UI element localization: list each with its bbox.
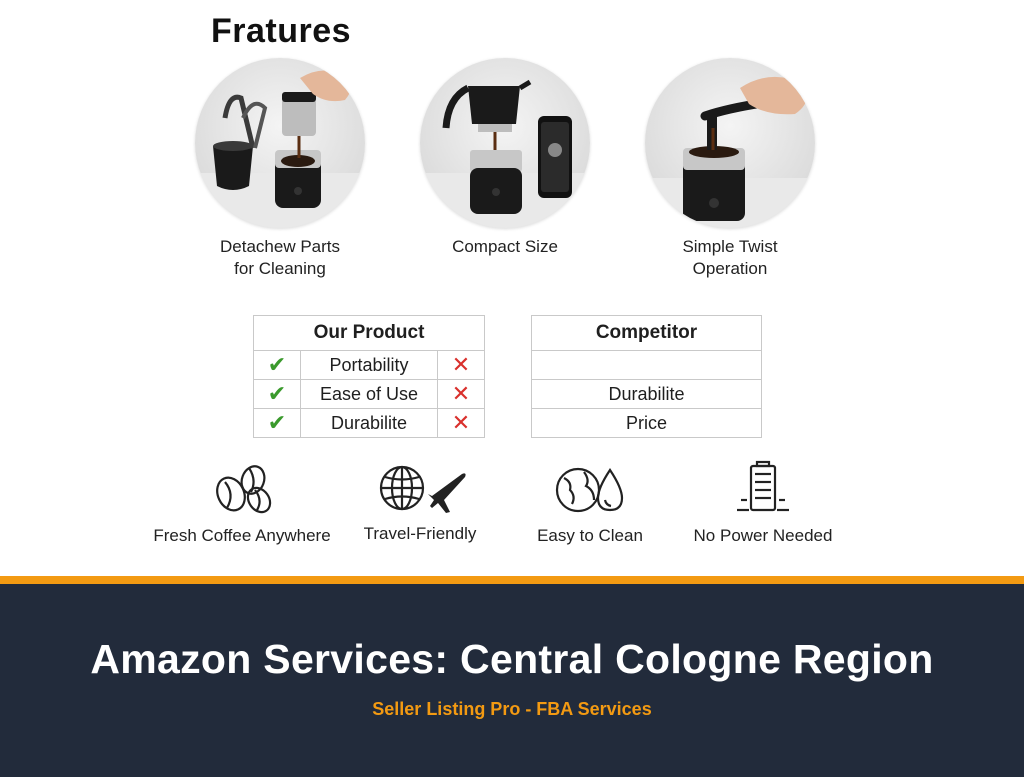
table-row: ✔ Ease of Use ✕	[253, 379, 485, 409]
table-row: Durabilite	[531, 379, 762, 409]
coffee-beans-icon	[216, 465, 272, 514]
twist-operation-photo	[645, 58, 815, 228]
row-label: Ease of Use	[300, 379, 438, 409]
row-label: Portability	[300, 350, 438, 380]
check-icon: ✔	[253, 408, 301, 438]
feature-label-line1: Detachew Parts	[220, 237, 340, 256]
feature-label-line2: for Cleaning	[234, 259, 326, 278]
accent-stripe	[0, 576, 1024, 584]
globe-airplane-icon	[379, 465, 466, 513]
cross-icon: ✕	[437, 408, 485, 438]
globe-droplet-icon	[555, 467, 624, 513]
table-row: ✔ Portability ✕	[253, 350, 485, 380]
row-label: Durabilite	[300, 408, 438, 438]
table-row: ✔ Durabilite ✕	[253, 408, 485, 438]
feature-compact-size: Compact Size	[405, 58, 605, 258]
benefit-easy-clean: Easy to Clean	[530, 460, 650, 546]
feature-twist-operation: Simple Twist Operation	[630, 58, 830, 280]
footer-headline: Amazon Services: Central Cologne Region	[90, 636, 934, 682]
table-row	[531, 350, 762, 380]
benefit-fresh-coffee: Fresh Coffee Anywhere	[150, 460, 334, 546]
benefit-no-power: No Power Needed	[688, 460, 838, 546]
features-title: Fratures	[211, 12, 352, 50]
competitor-table: Competitor Durabilite Price	[531, 315, 762, 438]
feature-detachable-parts: Detachew Parts for Cleaning	[180, 58, 380, 280]
detachable-parts-photo	[195, 58, 365, 228]
check-icon: ✔	[253, 350, 301, 380]
cross-icon: ✕	[437, 350, 485, 380]
footer-subline: Seller Listing Pro - FBA Services	[372, 699, 652, 719]
battery-icon	[737, 460, 789, 512]
table-row: Price	[531, 408, 762, 438]
feature-label-line1: Compact Size	[452, 237, 558, 256]
benefit-label: Easy to Clean	[537, 526, 643, 545]
footer-banner: Amazon Services: Central Cologne Region …	[0, 576, 1024, 777]
row-label: Durabilite	[531, 379, 762, 409]
check-icon: ✔	[253, 379, 301, 409]
benefit-label: Fresh Coffee Anywhere	[153, 526, 331, 545]
benefit-travel-friendly: Travel-Friendly	[355, 460, 485, 544]
feature-label-line2: Operation	[692, 259, 768, 278]
our-product-table: Our Product ✔ Portability ✕ ✔ Ease of Us…	[253, 315, 485, 438]
compact-size-photo	[420, 58, 590, 228]
our-product-header: Our Product	[253, 315, 485, 351]
competitor-header: Competitor	[531, 315, 762, 351]
benefit-label: Travel-Friendly	[363, 524, 477, 543]
row-label	[531, 350, 762, 380]
infographic-panel: Fratures	[150, 12, 838, 546]
feature-label-line1: Simple Twist	[682, 237, 778, 256]
benefit-label: No Power Needed	[693, 526, 833, 545]
cross-icon: ✕	[437, 379, 485, 409]
row-label: Price	[531, 408, 762, 438]
